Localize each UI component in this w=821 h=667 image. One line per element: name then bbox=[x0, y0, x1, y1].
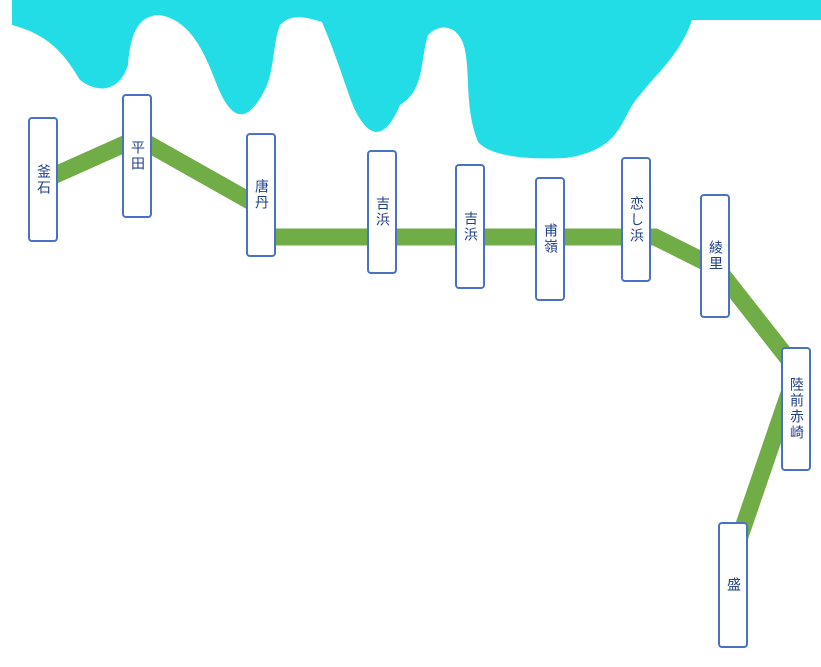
station-heita[interactable]: 平田 bbox=[122, 94, 152, 218]
station-tomaiyama[interactable]: 甫嶺 bbox=[535, 177, 565, 301]
track-line bbox=[40, 128, 807, 551]
station-sanriku[interactable]: 吉浜 bbox=[367, 150, 397, 274]
station-label: 綾里 bbox=[707, 240, 723, 272]
station-label: 甫嶺 bbox=[542, 223, 558, 255]
station-label: 陸前赤崎 bbox=[788, 377, 804, 441]
station-label: 唐丹 bbox=[253, 179, 269, 211]
sea-area bbox=[12, 0, 821, 159]
station-label: 平田 bbox=[129, 140, 145, 172]
station-ryori[interactable]: 綾里 bbox=[700, 194, 730, 318]
station-rikuzen-akasaki[interactable]: 陸前赤崎 bbox=[781, 347, 811, 471]
station-label: 恋し浜 bbox=[628, 195, 644, 244]
station-yoshihama[interactable]: 吉浜 bbox=[455, 164, 485, 289]
station-koishihama[interactable]: 恋し浜 bbox=[621, 157, 651, 282]
station-toni[interactable]: 唐丹 bbox=[246, 133, 276, 257]
station-label: 盛 bbox=[725, 577, 741, 593]
station-sakari[interactable]: 盛 bbox=[718, 522, 748, 648]
station-label: 吉浜 bbox=[462, 210, 478, 243]
station-label: 釜石 bbox=[35, 163, 51, 196]
station-label: 吉浜 bbox=[374, 196, 390, 228]
station-kamaishi[interactable]: 釜石 bbox=[28, 117, 58, 242]
